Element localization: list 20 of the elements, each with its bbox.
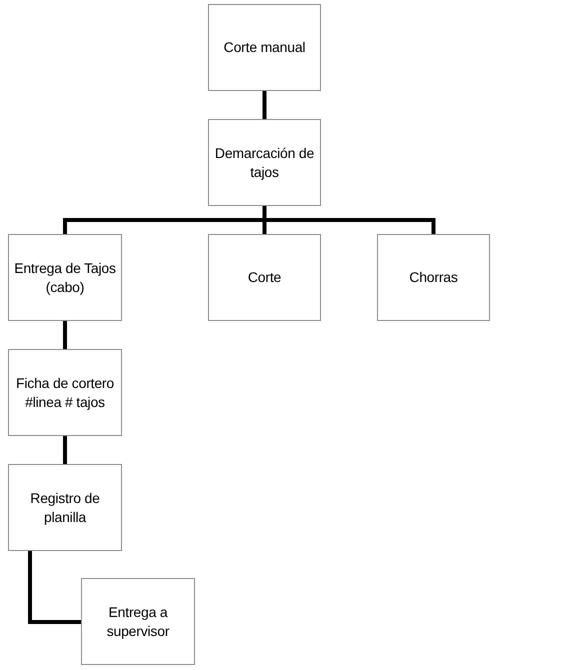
box-label: Corte manual bbox=[224, 38, 306, 57]
process-box bbox=[8, 464, 122, 551]
box-label: Ficha de cortero #linea # tajos bbox=[15, 374, 115, 411]
process-box bbox=[81, 578, 195, 665]
box-label: Registro de planilla bbox=[29, 489, 101, 526]
process-box bbox=[8, 349, 122, 436]
process-box bbox=[208, 119, 321, 206]
connector-line bbox=[63, 436, 67, 464]
box-label: Chorras bbox=[409, 268, 458, 287]
box-label: Demarcación de tajos bbox=[214, 144, 316, 181]
connector-line bbox=[63, 321, 67, 349]
process-box bbox=[208, 4, 321, 91]
box-label: Entrega a supervisor bbox=[106, 603, 170, 640]
process-box bbox=[377, 234, 490, 321]
process-box bbox=[8, 234, 122, 321]
box-label: Entrega de Tajos (cabo) bbox=[13, 259, 117, 296]
box-label: Corte bbox=[248, 268, 282, 287]
connector-line bbox=[262, 91, 266, 119]
connector-line bbox=[28, 551, 81, 624]
process-box bbox=[208, 234, 321, 321]
